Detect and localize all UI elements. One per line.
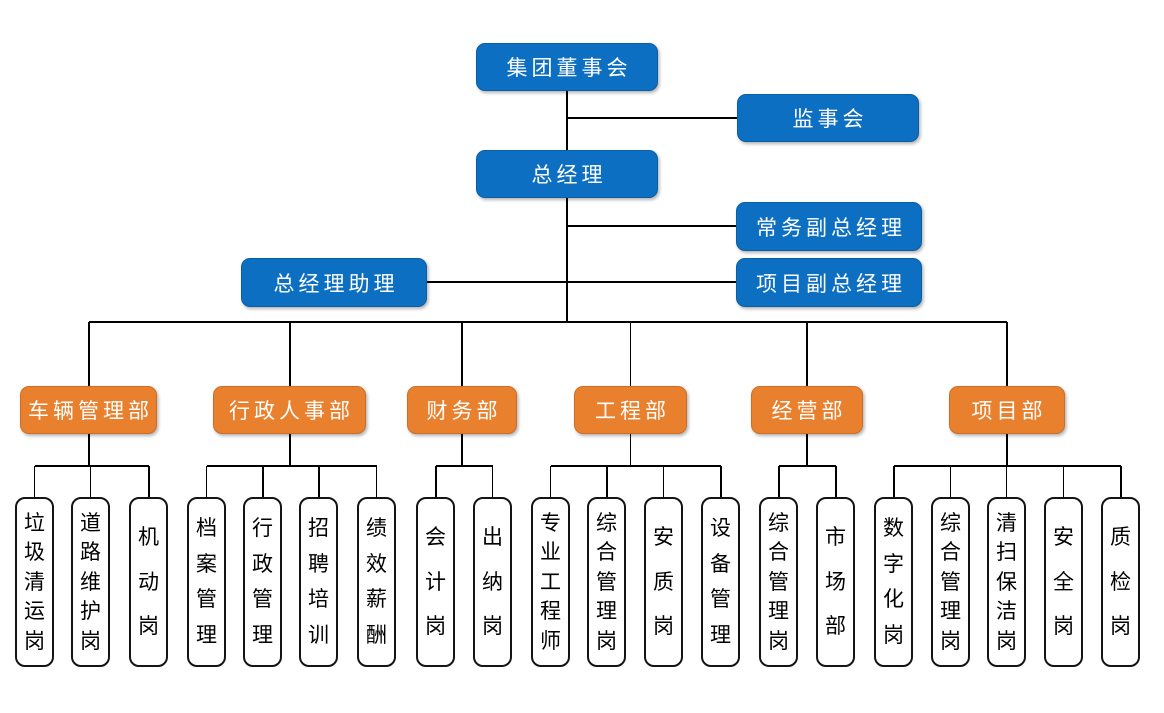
connector-line (148, 466, 150, 498)
connector-line (549, 466, 552, 498)
connector-line (806, 434, 808, 467)
node-executive-deputy-gm: 常务副总经理 (736, 202, 922, 251)
connector-line (565, 198, 569, 323)
connector-line (289, 434, 291, 467)
connector-line (1120, 466, 1122, 498)
connector-line (949, 466, 952, 498)
position-box: 专业工程师 (531, 497, 570, 667)
position-box: 数字化岗 (874, 497, 913, 667)
connector-line (567, 225, 736, 227)
connector-line (893, 466, 895, 498)
connector-line (262, 466, 264, 498)
node-board-of-directors: 集团董事会 (476, 43, 658, 91)
node-project-deputy-gm: 项目副总经理 (736, 258, 922, 307)
connector-line (435, 466, 437, 498)
position-box: 安质岗 (644, 497, 683, 667)
dept-admin-hr: 行政人事部 (213, 386, 366, 434)
connector-line (34, 465, 149, 467)
connector-line (550, 465, 721, 467)
position-box: 招聘培训 (299, 497, 338, 667)
connector-line (720, 466, 722, 498)
connector-line (629, 322, 632, 387)
position-box: 综合管理岗 (759, 497, 798, 667)
connector-line (426, 281, 737, 283)
position-box: 道路维护岗 (71, 497, 110, 667)
position-box: 行政管理 (243, 497, 282, 667)
connector-line (1006, 434, 1008, 467)
position-box: 设备管理 (701, 497, 740, 667)
position-box: 综合管理岗 (587, 497, 626, 667)
position-box: 垃圾清运岗 (15, 497, 54, 667)
connector-line (89, 321, 1007, 323)
connector-line (461, 322, 463, 387)
connector-line (1006, 322, 1008, 387)
connector-line (206, 465, 377, 467)
position-box: 绩效薪酬 (357, 497, 396, 667)
connector-line (835, 466, 837, 498)
dept-engineering: 工程部 (574, 386, 687, 434)
dept-finance: 财务部 (407, 386, 517, 434)
position-box: 清扫保洁岗 (987, 497, 1026, 667)
dept-operations: 经营部 (751, 386, 863, 434)
connector-line (1062, 466, 1065, 498)
connector-line (375, 466, 378, 498)
position-box: 安全岗 (1044, 497, 1083, 667)
dept-project: 项目部 (949, 386, 1065, 434)
connector-line (205, 466, 208, 498)
connector-line (33, 466, 36, 498)
connector-line (436, 465, 493, 467)
node-supervisory-board: 监事会 (737, 94, 919, 142)
position-box: 市场部 (816, 497, 855, 667)
connector-line (318, 466, 320, 498)
connector-line (88, 322, 90, 387)
connector-line (606, 466, 608, 498)
connector-line (289, 322, 291, 387)
connector-line (1005, 466, 1008, 498)
connector-line (567, 117, 737, 119)
connector-line (88, 434, 90, 467)
connector-line (806, 322, 808, 387)
position-box: 机动岗 (129, 497, 168, 667)
connector-line (779, 465, 836, 467)
position-box: 质检岗 (1101, 497, 1140, 667)
connector-line (894, 465, 1121, 467)
connector-line (461, 434, 463, 467)
node-gm-assistant: 总经理助理 (241, 258, 427, 307)
position-box: 会计岗 (416, 497, 455, 667)
connector-line (662, 466, 665, 498)
connector-line (778, 466, 780, 498)
node-general-manager: 总经理 (476, 150, 658, 198)
position-box: 综合管理岗 (931, 497, 970, 667)
connector-line (491, 466, 494, 498)
connector-line (566, 91, 568, 151)
connector-line (89, 466, 92, 498)
position-box: 出纳岗 (473, 497, 512, 667)
dept-vehicle-management: 车辆管理部 (20, 386, 157, 434)
connector-line (629, 434, 632, 467)
position-box: 档案管理 (187, 497, 226, 667)
